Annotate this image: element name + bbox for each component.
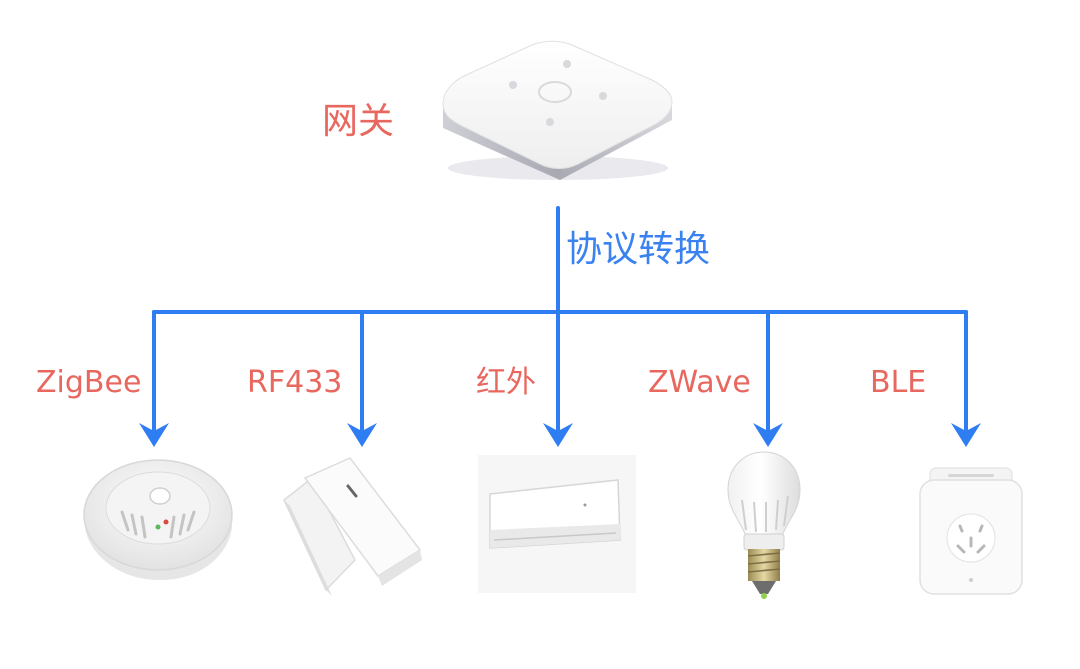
protocol-label-zigbee: ZigBee [36, 365, 142, 400]
door-sensor-icon [283, 457, 422, 596]
protocol-label-zwave: ZWave [648, 365, 751, 400]
conversion-label: 协议转换 [566, 229, 711, 270]
arrow-head-rf433-icon [347, 423, 377, 447]
arrow-head-ble-icon [951, 423, 981, 447]
smoke-detector-icon [83, 459, 233, 580]
gateway-label: 网关 [322, 101, 395, 142]
protocol-label-ble: BLE [870, 365, 927, 400]
arrow-head-zwave-icon [753, 423, 783, 447]
air-conditioner-icon [478, 455, 636, 593]
connection-tree [152, 206, 968, 440]
arrow-heads [139, 423, 981, 447]
protocol-label-ir: 红外 [476, 365, 536, 400]
arrow-head-zigbee-icon [139, 423, 169, 447]
smart-plug-icon [919, 467, 1023, 595]
light-bulb-icon [727, 451, 801, 599]
protocol-label-rf433: RF433 [247, 365, 343, 400]
arrow-head-ir-icon [543, 423, 573, 447]
gateway-hub-icon [442, 40, 673, 180]
